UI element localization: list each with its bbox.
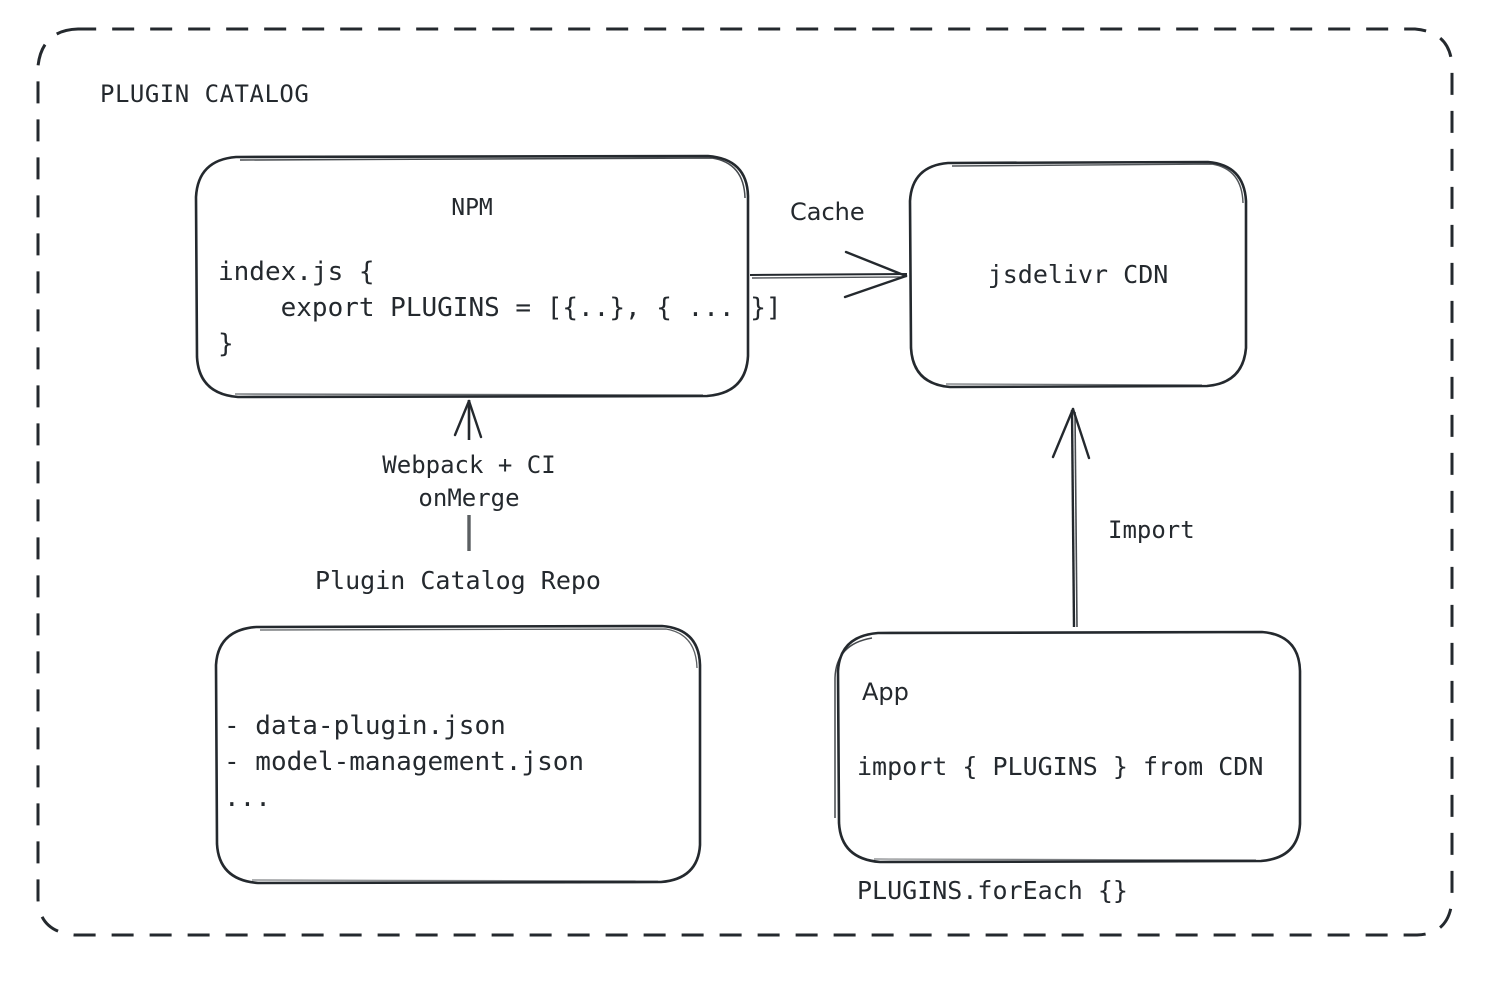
app-node-title: App <box>862 678 909 706</box>
build-edge-label: Webpack + CI onMerge <box>382 451 556 512</box>
repo-node-files: - data-plugin.json - model-management.js… <box>224 711 585 813</box>
npm-node-code: index.js { export PLUGINS = [{..}, { ...… <box>218 257 782 359</box>
repo-node-label: Plugin Catalog Repo <box>315 566 601 595</box>
app-node-code: import { PLUGINS } from CDN PLUGINS.forE… <box>857 752 1264 905</box>
npm-node-title: NPM <box>451 195 493 221</box>
cache-edge-label: Cache <box>790 198 865 226</box>
cdn-node-title: jsdelivr CDN <box>987 260 1169 289</box>
group-title: PLUGIN CATALOG <box>100 80 310 108</box>
import-edge-label: Import <box>1108 516 1195 544</box>
